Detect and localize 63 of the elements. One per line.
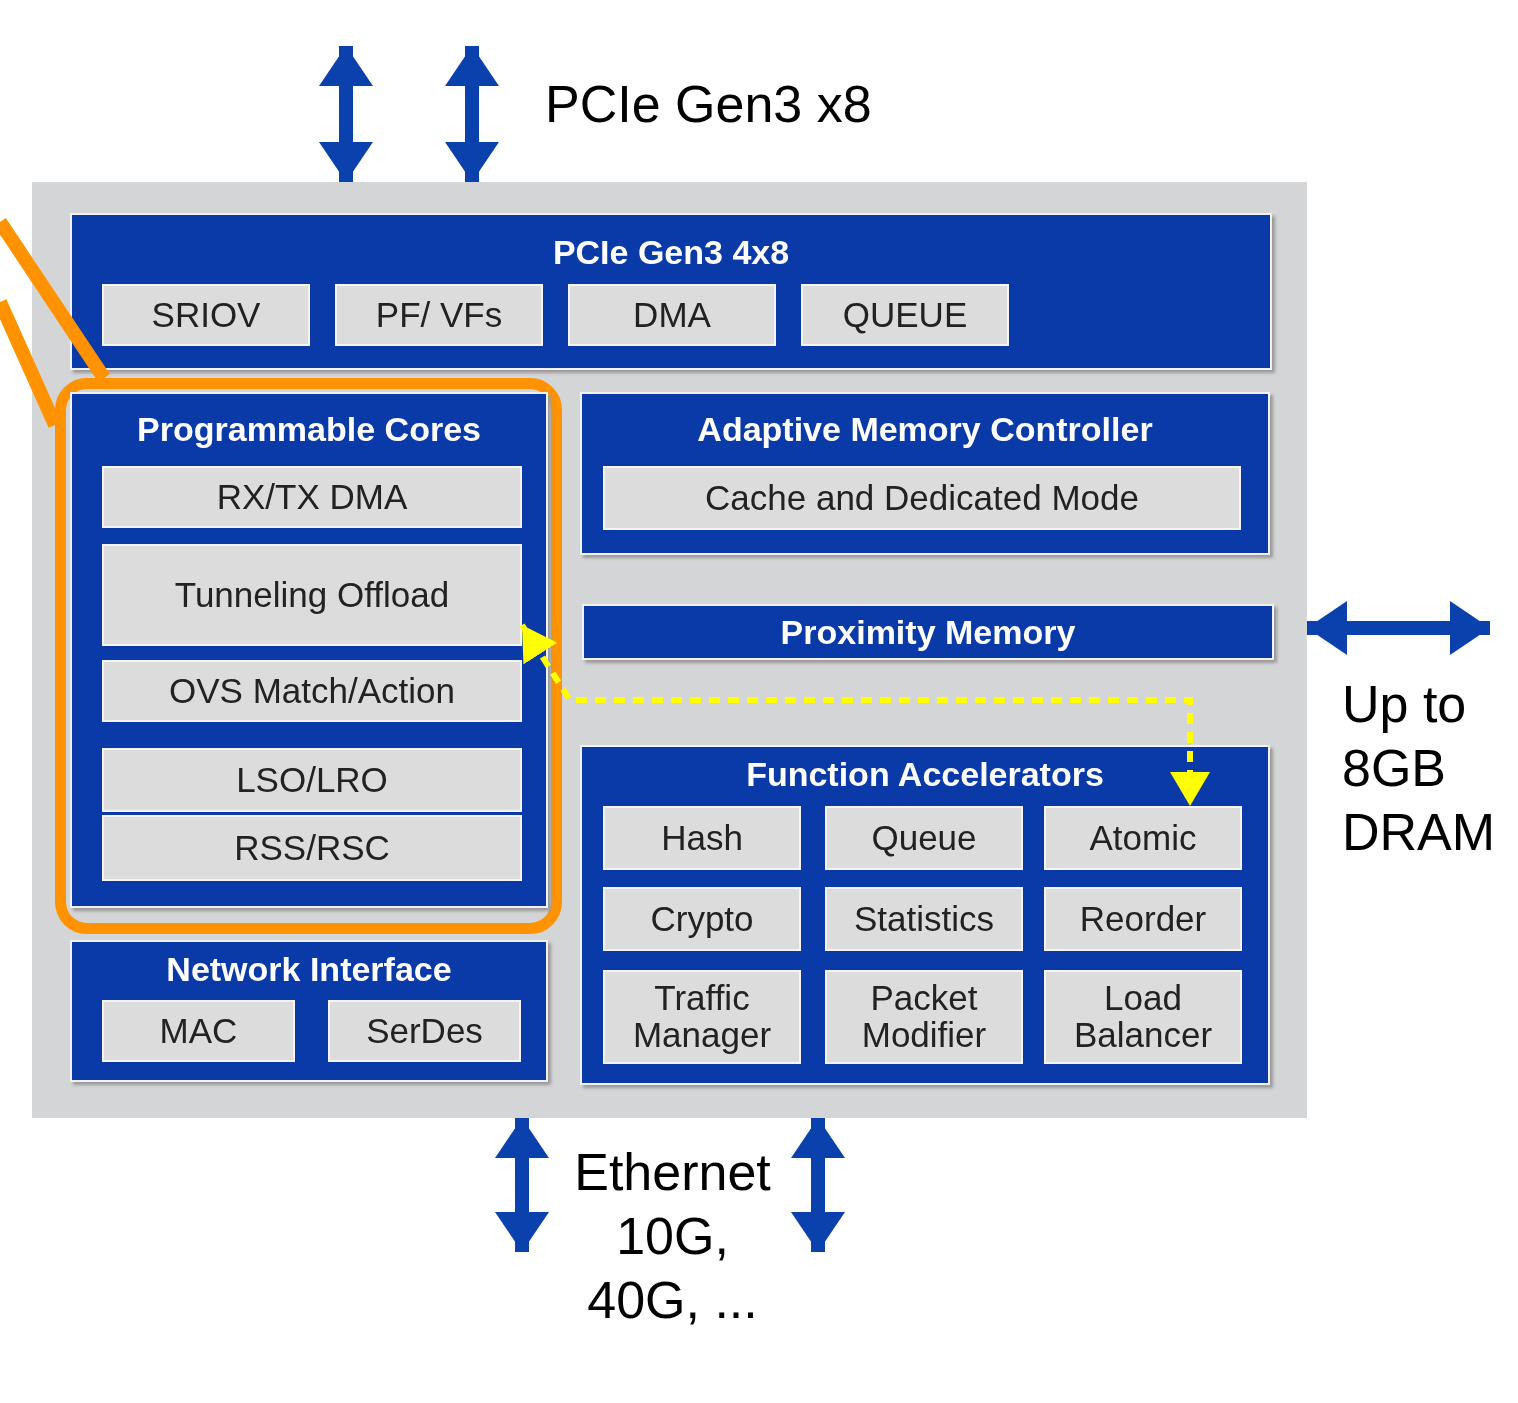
block-label: Statistics <box>853 900 994 938</box>
function-block <box>1044 806 1242 870</box>
block-label: QUEUE <box>842 296 968 334</box>
block-label: OVS Match/Action <box>169 672 455 710</box>
interface-label: PCIe Gen3 x8 <box>545 74 873 135</box>
block-label: PF/ VFs <box>375 296 503 334</box>
block-title: Network Interface <box>165 950 453 989</box>
function-block <box>102 1000 295 1062</box>
function-block <box>102 284 310 346</box>
block-label: Reorder <box>1079 900 1207 938</box>
function-block <box>102 660 522 722</box>
function-block <box>801 284 1009 346</box>
function-block <box>825 806 1023 870</box>
block-label: SerDes <box>366 1012 483 1050</box>
block-label: Load Balancer <box>1072 980 1214 1054</box>
arrow <box>791 1118 845 1252</box>
block-label: RX/TX DMA <box>216 478 408 516</box>
function-block <box>102 748 522 812</box>
function-block <box>603 887 801 951</box>
arrow <box>495 1118 549 1252</box>
function-block <box>603 466 1241 530</box>
function-block <box>825 887 1023 951</box>
block-title: Function Accelerators <box>745 755 1105 794</box>
block-panel <box>580 745 1270 1085</box>
block-label: Cache and Dedicated Mode <box>705 479 1139 517</box>
function-block <box>102 544 522 646</box>
chip-panel <box>32 182 1307 1118</box>
function-block <box>102 466 522 528</box>
arrow <box>319 46 373 182</box>
block-title: Proximity Memory <box>779 613 1077 652</box>
block-label: RSS/RSC <box>234 829 390 867</box>
function-block <box>825 970 1023 1064</box>
block-label: Hash <box>661 819 743 857</box>
block-title: Adaptive Memory Controller <box>696 410 1154 449</box>
block-label: SRIOV <box>151 296 261 334</box>
block-title: PCIe Gen3 4x8 <box>551 233 791 272</box>
block-label: Packet Modifier <box>860 980 988 1054</box>
block-panel <box>582 604 1274 660</box>
function-block <box>1044 887 1242 951</box>
function-block <box>102 815 522 881</box>
block-label: Tunneling Offload <box>174 576 450 614</box>
block-label: Queue <box>871 819 977 857</box>
function-block <box>603 806 801 870</box>
block-panel <box>70 940 548 1082</box>
block-label: DMA <box>633 296 711 334</box>
function-block <box>1044 970 1242 1064</box>
block-label: Crypto <box>650 900 754 938</box>
function-block <box>335 284 543 346</box>
function-block <box>603 970 801 1064</box>
block-label: Atomic <box>1089 819 1197 857</box>
block-label: Traffic Manager <box>631 980 773 1054</box>
arrow <box>519 623 1210 806</box>
function-block <box>568 284 776 346</box>
block-panel <box>70 213 1272 370</box>
block-panel <box>580 392 1270 555</box>
arrow <box>445 46 499 182</box>
interface-label: Ethernet 10G, 40G, ... <box>573 1142 772 1331</box>
arrow <box>1307 601 1490 655</box>
block-label: LSO/LRO <box>236 761 388 799</box>
block-label: MAC <box>159 1012 238 1050</box>
function-block <box>328 1000 521 1062</box>
block-title: Programmable Cores <box>136 410 482 449</box>
interface-label: Up to 8GB DRAM <box>1342 674 1497 863</box>
